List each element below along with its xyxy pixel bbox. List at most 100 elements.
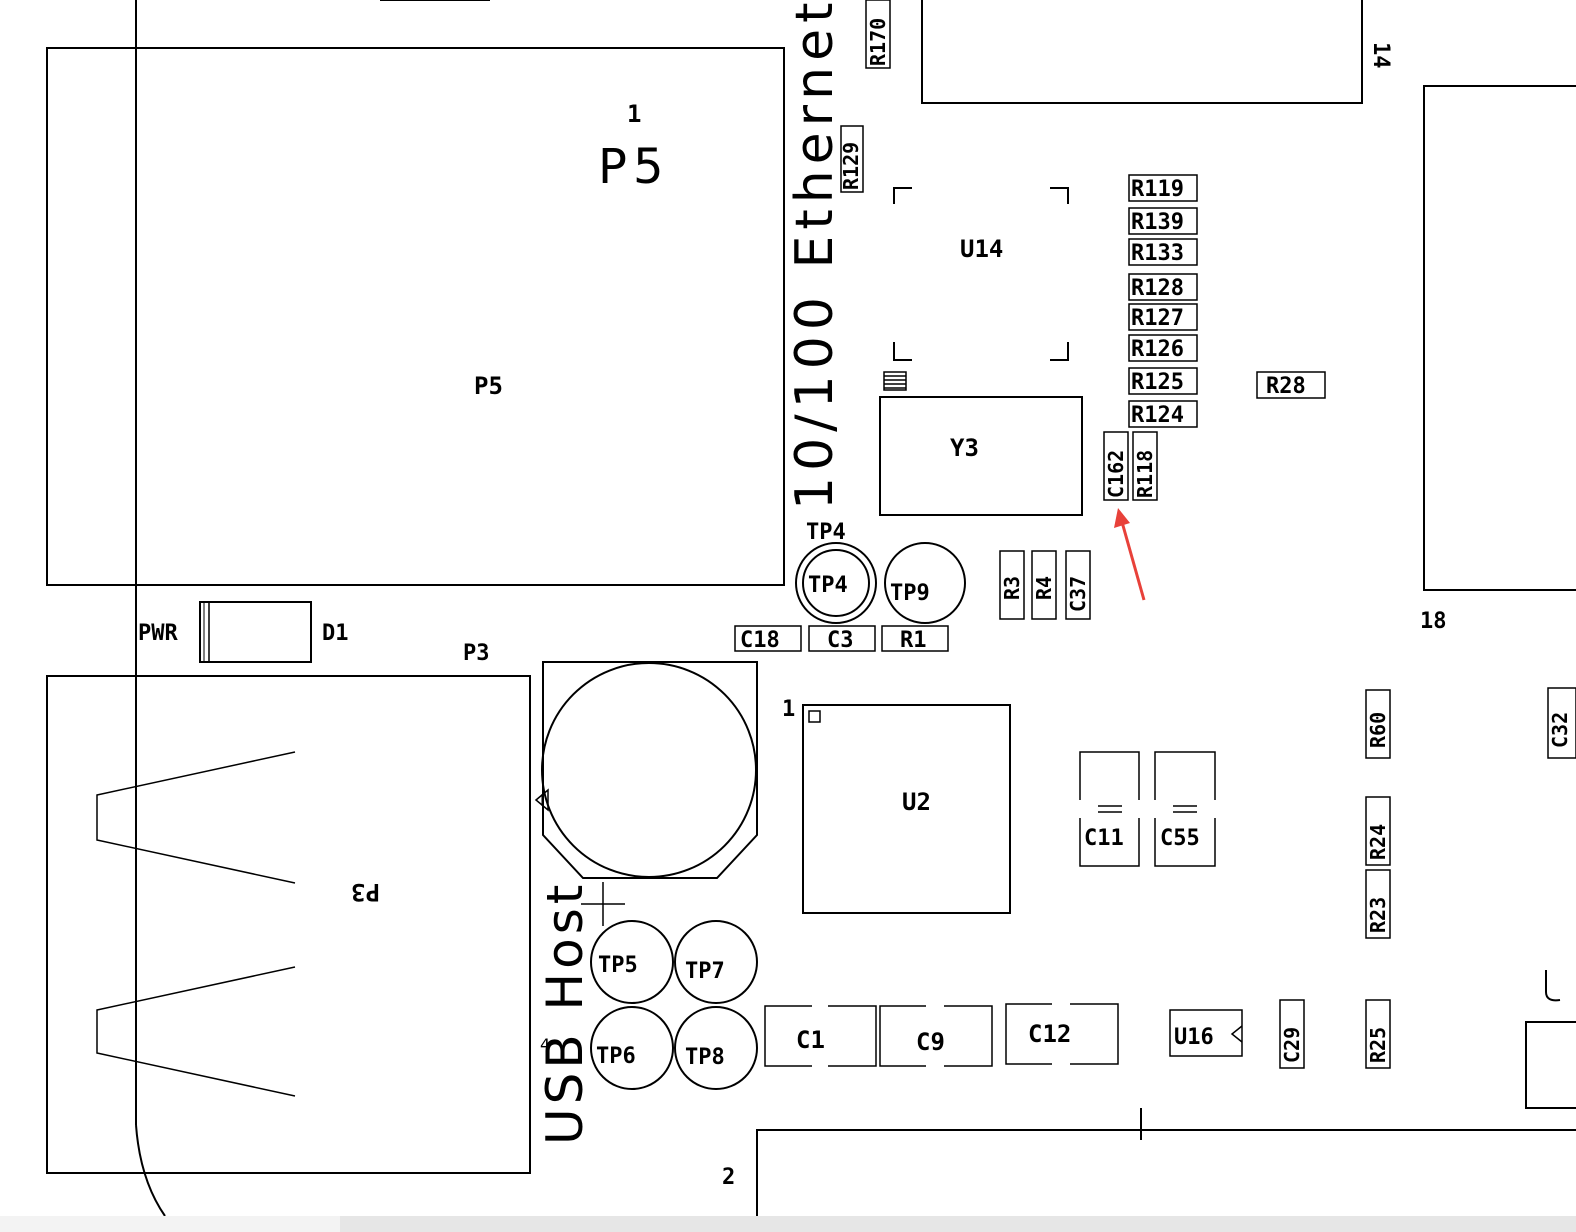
svg-text:C37: C37 (1066, 576, 1090, 612)
svg-text:P3: P3 (351, 878, 380, 906)
svg-text:C18: C18 (740, 628, 780, 653)
svg-text:R23: R23 (1366, 897, 1390, 933)
guide-curve (135, 1124, 166, 1217)
svg-text:R170: R170 (866, 18, 890, 66)
svg-text:R118: R118 (1133, 450, 1157, 498)
c55-capacitor: C55 (1154, 751, 1216, 867)
pin-4-mark: 4 (540, 1035, 550, 1054)
c37-capacitor: C37 (1065, 550, 1091, 620)
tp7-testpoint: TP7 (674, 920, 758, 1004)
svg-text:R133: R133 (1131, 241, 1184, 266)
r133-resistor: R133 (1128, 238, 1198, 266)
svg-text:TP8: TP8 (685, 1045, 725, 1070)
r118-resistor: R118 (1132, 431, 1158, 501)
r4-resistor: R4 (1031, 550, 1057, 620)
svg-text:R28: R28 (1266, 374, 1306, 399)
c18-capacitor: C18 (734, 625, 802, 653)
r24-resistor: R24 (1365, 796, 1391, 866)
svg-text:R3: R3 (1000, 576, 1024, 600)
r127-resistor: R127 (1128, 303, 1198, 331)
horizontal-scrollbar[interactable] (0, 1216, 1576, 1232)
c162-capacitor: C162 (1103, 431, 1129, 501)
ic-top-right: 14 (921, 0, 1393, 104)
svg-text:C1: C1 (796, 1026, 825, 1054)
svg-text:R126: R126 (1131, 337, 1184, 362)
svg-text:C162: C162 (1104, 450, 1128, 498)
p5-connector: 1 P5 P5 (46, 47, 785, 586)
p5-pin1-label: 1 (627, 100, 641, 128)
j-connector-partial (1545, 970, 1561, 1002)
svg-text:R119: R119 (1131, 177, 1184, 202)
r128-resistor: R128 (1128, 273, 1198, 301)
scrollbar-thumb[interactable] (0, 1216, 340, 1232)
pwr-label: PWR (138, 621, 178, 646)
pin-2-label: 2 (722, 1165, 735, 1190)
r124-resistor: R124 (1128, 400, 1198, 428)
ethernet-label: 10/100 Ethernet (785, 0, 845, 510)
svg-text:C11: C11 (1084, 826, 1124, 851)
svg-text:C3: C3 (827, 628, 854, 653)
c1-capacitor: C1 (764, 1005, 877, 1067)
p5-title: P5 (598, 139, 669, 195)
svg-text:Y3: Y3 (950, 434, 979, 462)
r28-resistor: R28 (1256, 371, 1326, 399)
svg-text:R124: R124 (1131, 403, 1184, 428)
svg-text:R129: R129 (839, 142, 863, 190)
tp4-label: TP4 (806, 520, 846, 545)
svg-text:C12: C12 (1028, 1020, 1071, 1048)
r129-resistor: R129 (839, 125, 864, 193)
svg-text:R25: R25 (1366, 1027, 1390, 1063)
svg-text:R60: R60 (1366, 712, 1390, 748)
right-edge-component (1423, 85, 1576, 591)
r125-resistor: R125 (1128, 367, 1198, 395)
d1-led: D1 (199, 601, 349, 663)
p5-name: P5 (474, 372, 503, 400)
r60-resistor: R60 (1365, 689, 1391, 759)
r1-resistor: R1 (881, 625, 949, 653)
y3-crystal: Y3 (879, 396, 1083, 516)
svg-text:TP6: TP6 (596, 1044, 636, 1069)
svg-text:R1: R1 (900, 628, 927, 653)
c9-capacitor: C9 (879, 1005, 993, 1067)
svg-text:R127: R127 (1131, 306, 1184, 331)
u14-chip: U14 (883, 187, 1069, 391)
battery-holder (541, 661, 758, 926)
p3-usb-connector: P3 (46, 675, 549, 1174)
usb-host-label: USB Host (536, 881, 594, 1145)
svg-text:U2: U2 (902, 788, 931, 816)
svg-text:R139: R139 (1131, 210, 1184, 235)
u2-pin1-label: 1 (782, 697, 795, 722)
svg-text:TP9: TP9 (890, 581, 930, 606)
r3-resistor: R3 (999, 550, 1025, 620)
r170-resistor: R170 (865, 0, 891, 69)
annotation-arrow (1114, 508, 1146, 601)
c11-capacitor: C11 (1079, 751, 1140, 867)
svg-text:TP7: TP7 (685, 959, 725, 984)
r139-resistor: R139 (1128, 207, 1198, 235)
p3-title: P3 (463, 641, 490, 666)
svg-text:C9: C9 (916, 1028, 945, 1056)
u16-chip: U16 (1169, 1009, 1243, 1057)
tp4-testpoint: TP4 (795, 542, 877, 624)
svg-text:TP4: TP4 (808, 573, 848, 598)
c3-capacitor: C3 (808, 625, 876, 653)
right-edge-box (1525, 1021, 1576, 1109)
svg-text:U16: U16 (1174, 1025, 1214, 1050)
svg-text:R128: R128 (1131, 276, 1184, 301)
svg-text:R125: R125 (1131, 370, 1184, 395)
svg-text:TP5: TP5 (598, 953, 638, 978)
svg-text:R24: R24 (1366, 824, 1390, 860)
bottom-component-outline (756, 1129, 1576, 1216)
c12-capacitor: C12 (1005, 1003, 1119, 1065)
svg-text:D1: D1 (322, 621, 349, 646)
pin-18-label: 18 (1420, 609, 1447, 634)
u2-chip: U2 (802, 704, 1011, 914)
svg-text:C29: C29 (1280, 1027, 1304, 1063)
svg-text:U14: U14 (960, 235, 1003, 263)
r119-resistor: R119 (1128, 174, 1198, 202)
r25-resistor: R25 (1365, 999, 1391, 1069)
tp6-testpoint: TP6 (590, 1006, 674, 1090)
r126-resistor: R126 (1128, 334, 1198, 362)
tp5-testpoint: TP5 (590, 920, 674, 1004)
